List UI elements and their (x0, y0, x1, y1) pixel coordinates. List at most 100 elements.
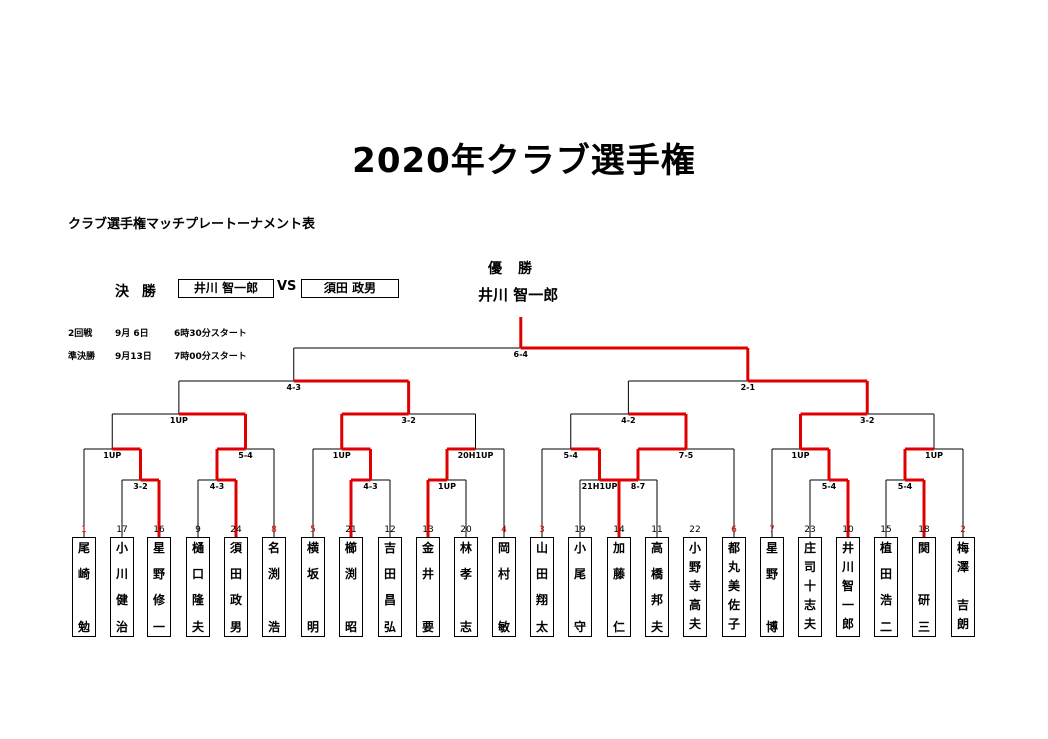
player-name-char: 田 (384, 567, 397, 581)
player-seed: 9 (195, 525, 201, 535)
match-score: 2-1 (741, 383, 756, 392)
player-name-box: 梅澤吉朗 (951, 537, 975, 637)
player-name-char: 川 (116, 567, 129, 581)
match-score: 3-2 (860, 416, 874, 425)
player-name-char: 尾 (78, 541, 91, 555)
player-seed: 24 (230, 525, 242, 535)
player-name-char: 崎 (78, 567, 91, 581)
match-score: 5-4 (822, 482, 837, 491)
player-name-char: 二 (880, 620, 893, 634)
player-name-box: 加藤仁 (607, 537, 631, 637)
player-seed: 14 (613, 525, 625, 535)
player-name-box: 須田政男 (224, 537, 248, 637)
player-name-char: 井 (422, 567, 435, 581)
player-seed: 3 (539, 525, 545, 535)
schedule-round: 2回戦 (68, 329, 93, 339)
player-seed: 16 (153, 525, 165, 535)
player-name-char: 櫛 (345, 541, 358, 555)
player-name-char: 丸 (728, 560, 741, 574)
match-score: 8-7 (631, 482, 645, 491)
player-name-char: 高 (651, 541, 664, 555)
player-name-char: 横 (307, 541, 320, 555)
match-score: 3-2 (133, 482, 147, 491)
player-seed: 8 (271, 525, 277, 535)
player-name-box: 小尾守 (568, 537, 592, 637)
match-score: 1UP (170, 416, 188, 425)
player-seed: 21 (345, 525, 356, 535)
player-seed: 18 (918, 525, 930, 535)
page-title: 2020年クラブ選手権 (352, 141, 696, 181)
player-name-char: 十 (804, 579, 817, 593)
final-vs: VS (277, 279, 297, 294)
bracket-winner-lines (112, 317, 934, 537)
match-score: 20H1UP (458, 451, 494, 460)
player-name-char: 郎 (842, 617, 855, 631)
player-seed: 4 (501, 525, 507, 535)
player-name-char: 敏 (498, 620, 511, 634)
player-name-char: 智 (842, 579, 855, 593)
player-name-box: 植田浩二 (874, 537, 898, 637)
player-seed: 5 (310, 525, 316, 535)
match-score: 1UP (792, 451, 810, 460)
match-score: 1UP (925, 451, 943, 460)
player-name-char: 昌 (384, 593, 397, 607)
player-name-char: 政 (230, 593, 243, 607)
player-name-box: 吉田昌弘 (378, 537, 402, 637)
player-name-char: 勉 (78, 620, 91, 634)
match-score: 4-3 (287, 383, 301, 392)
player-name-char: 坂 (307, 567, 320, 581)
player-name-box: 金井要 (416, 537, 440, 637)
player-seed: 20 (460, 525, 472, 535)
player-seed: 23 (804, 525, 815, 535)
match-score: 1UP (438, 482, 456, 491)
player-name-char: 治 (116, 620, 129, 634)
match-score: 7-5 (679, 451, 694, 460)
schedule-round: 準決勝 (68, 352, 96, 362)
match-score: 5-4 (898, 482, 913, 491)
player-name-char: 昭 (345, 620, 358, 634)
player-name-char: 夫 (689, 617, 702, 631)
match-score: 6-4 (514, 350, 529, 359)
player-name-char: 林 (460, 541, 473, 555)
player-name-box: 岡村敏 (492, 537, 516, 637)
player-name-char: 弘 (384, 620, 397, 634)
player-name-box: 関研三 (912, 537, 936, 637)
player-name-char: 都 (728, 541, 741, 555)
schedule-date: 9月13日 (115, 352, 152, 362)
player-seed: 12 (384, 525, 395, 535)
player-name-char: 健 (116, 593, 129, 607)
player-name-char: 田 (230, 567, 243, 581)
player-name-char: 佐 (728, 598, 741, 612)
player-name-char: 橋 (651, 567, 664, 581)
schedule-date: 9月 6日 (115, 329, 149, 339)
player-name-char: 口 (192, 567, 205, 581)
player-name-char: 要 (422, 620, 435, 634)
player-seed: 11 (651, 525, 662, 535)
player-name-char: 井 (842, 541, 855, 555)
player-name-char: 一 (153, 620, 166, 634)
match-score: 4-3 (210, 482, 224, 491)
player-name-char: 明 (307, 620, 320, 634)
player-seed: 1 (81, 525, 87, 535)
player-name-box: 山田翔太 (530, 537, 554, 637)
player-name-char: 関 (918, 541, 931, 555)
player-name-char: 孝 (460, 567, 473, 581)
player-name-char: 山 (536, 541, 549, 555)
player-name-char: 加 (613, 541, 626, 555)
player-name-box: 井川智一郎 (836, 537, 860, 637)
player-seed: 17 (116, 525, 127, 535)
player-name-char: 博 (766, 620, 779, 634)
player-name-box: 横坂明 (301, 537, 325, 637)
player-name-char: 樋 (192, 541, 205, 555)
player-name-box: 高橋邦夫 (645, 537, 669, 637)
player-name-box: 都丸美佐子 (722, 537, 746, 637)
player-name-char: 子 (728, 617, 741, 631)
match-score: 4-2 (621, 416, 635, 425)
player-name-char: 研 (918, 593, 931, 607)
player-name-char: 守 (574, 620, 587, 634)
player-name-char: 高 (689, 598, 702, 612)
player-name-box: 櫛渕昭 (339, 537, 363, 637)
player-name-char: 寺 (689, 579, 702, 593)
final-label: 決 勝 (115, 284, 160, 300)
